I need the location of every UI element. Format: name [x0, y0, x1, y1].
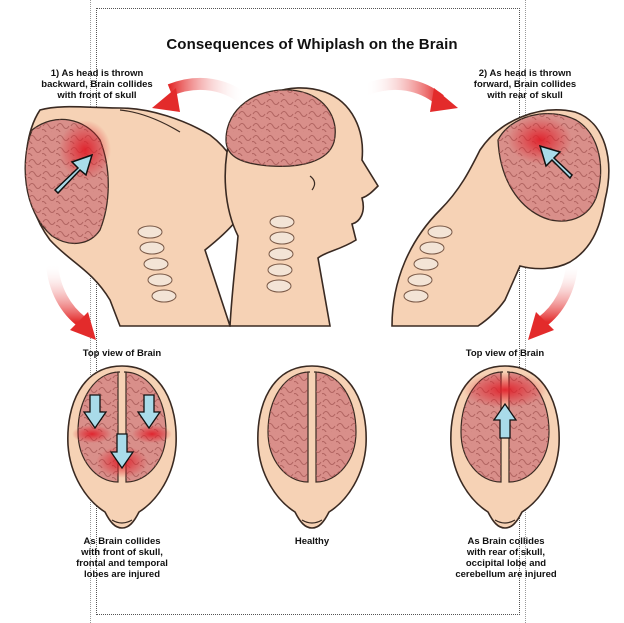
arrow-down-left	[46, 263, 86, 327]
left-panel-caption: 1) As head is thrown backward, Brain col…	[22, 68, 172, 101]
right-tv-line-2: with rear of skull,	[466, 547, 546, 558]
right-panel-caption: 2) As head is thrown forward, Brain coll…	[450, 68, 600, 101]
left-tv-line-1: As Brain collides	[83, 536, 161, 547]
left-tv-line-2: with front of skull,	[81, 547, 163, 558]
left-caption-line-2: backward, Brain collides	[41, 79, 153, 90]
arrow-down-right	[538, 263, 578, 327]
left-tv-line-3: frontal and temporal	[76, 558, 168, 569]
left-caption-line-1: 1) As head is thrown	[50, 68, 144, 79]
right-caption-line-1: 2) As head is thrown	[478, 68, 572, 79]
right-tv-line-3: occipital lobe and	[465, 558, 547, 569]
right-tv-line-4: cerebellum are injured	[455, 569, 557, 580]
top-view-center-figure	[257, 365, 367, 529]
arrow-down-left-head	[70, 312, 96, 340]
head-forward-figure	[391, 109, 610, 327]
top-view-left-caption: As Brain collides with front of skull, f…	[52, 536, 192, 580]
right-tv-line-1: As Brain collides	[467, 536, 545, 547]
top-view-center-caption: Healthy	[294, 536, 330, 547]
arrow-down-right-head	[528, 312, 554, 340]
outer-dotted-guide	[90, 0, 526, 623]
arrow-to-left-curve	[167, 78, 249, 105]
right-caption-line-3: with rear of skull	[487, 90, 563, 101]
right-caption-line-2: forward, Brain collides	[473, 79, 577, 90]
arrow-to-right-curve	[362, 78, 444, 105]
top-view-right-caption: As Brain collides with rear of skull, oc…	[436, 536, 576, 580]
diagram-title: Consequences of Whiplash on the Brain	[166, 36, 458, 53]
top-view-left-figure	[67, 365, 177, 529]
top-view-right-heading: Top view of Brain	[465, 348, 545, 359]
arrow-head-left	[152, 88, 180, 112]
left-caption-line-3: with front of skull	[57, 90, 137, 101]
arrow-head-right	[430, 88, 458, 112]
left-tv-line-4: lobes are injured	[83, 569, 161, 580]
top-view-left-heading: Top view of Brain	[82, 348, 162, 359]
head-neutral-figure	[224, 87, 380, 327]
top-view-right-figure	[450, 365, 560, 529]
inner-dotted-guide	[96, 8, 520, 615]
